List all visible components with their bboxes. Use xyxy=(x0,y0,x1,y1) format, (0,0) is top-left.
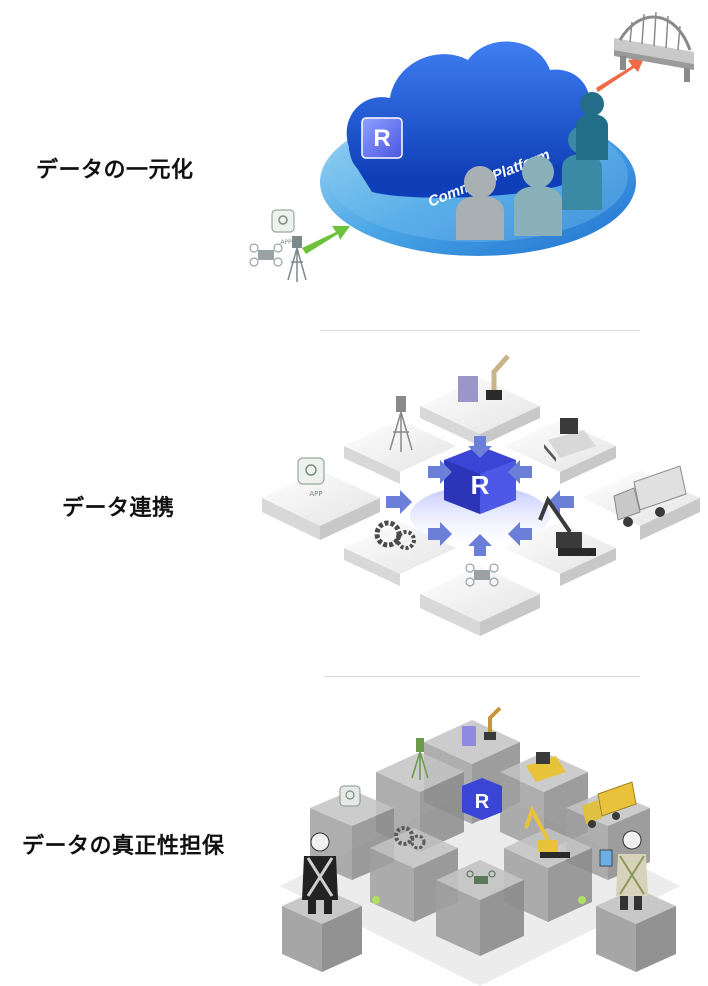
people-icon xyxy=(456,92,608,240)
svg-text:R: R xyxy=(475,791,490,813)
bulldozer-icon-2 xyxy=(526,752,566,782)
indicator-lights xyxy=(372,896,586,904)
app-icon: APP xyxy=(271,209,295,246)
bridge-icon xyxy=(614,11,694,82)
r-logo-cube-bottom: R xyxy=(462,778,502,820)
label-data-authenticity: データの真正性担保 xyxy=(22,834,225,859)
section-divider-2 xyxy=(324,676,640,677)
app-icon-2: APP xyxy=(297,457,325,498)
inspector-person-icon xyxy=(302,832,338,914)
gears-icon-2 xyxy=(394,826,426,850)
dump-truck-icon-2 xyxy=(582,781,637,828)
robot-arm-icon-2 xyxy=(462,706,502,746)
excavator-icon xyxy=(538,495,596,556)
app-icon-3 xyxy=(339,785,361,807)
input-arrow xyxy=(302,226,350,254)
label-data-integration: データ連携 xyxy=(62,496,175,521)
robot-arm-icon xyxy=(458,354,510,402)
survey-tower-icon xyxy=(287,236,307,282)
excavator-icon-2 xyxy=(524,804,570,858)
drone-icon xyxy=(249,243,283,267)
svg-text:R: R xyxy=(373,125,390,152)
label-data-unification: データの一元化 xyxy=(36,158,194,183)
drone-icon-2 xyxy=(465,563,499,587)
drone-icon-3 xyxy=(466,870,496,884)
output-arrow xyxy=(596,58,644,92)
worker-with-tablet-icon xyxy=(599,830,648,910)
section-divider-1 xyxy=(320,330,640,331)
gears-icon xyxy=(374,520,416,550)
dump-truck-icon xyxy=(613,465,687,527)
weather-tower-icon xyxy=(389,396,413,452)
svg-text:APP: APP xyxy=(309,490,322,498)
svg-text:APP: APP xyxy=(280,239,292,246)
weather-tower-icon-2 xyxy=(411,738,429,780)
bulldozer-icon xyxy=(544,418,596,462)
svg-text:R: R xyxy=(471,470,490,500)
r-logo-cube-top: R xyxy=(361,117,403,159)
